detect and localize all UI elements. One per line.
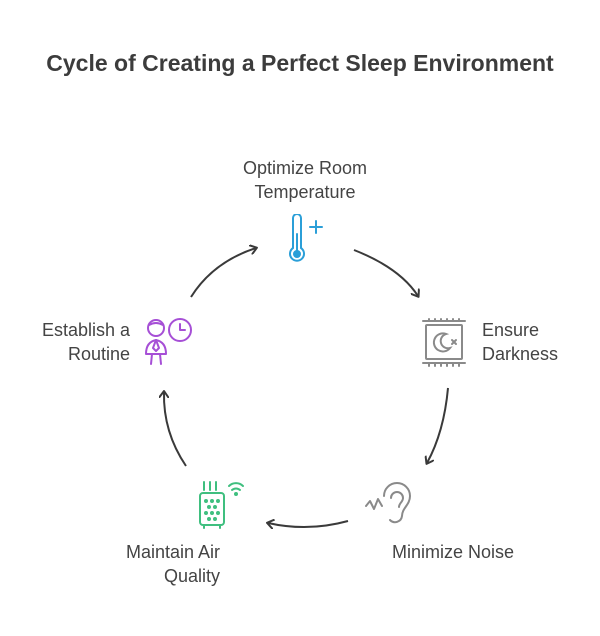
arrow-left-to-top — [190, 248, 256, 298]
step-label-routine: Establish a Routine — [41, 320, 130, 364]
arrow-bottom-right-to-bottom-left — [268, 521, 349, 527]
step-label-air-quality: Maintain Air Quality — [125, 542, 220, 586]
page-title: Cycle of Creating a Perfect Sleep Enviro… — [46, 50, 554, 76]
arrow-bottom-left-to-left — [164, 392, 187, 467]
air-purifier-icon — [199, 481, 244, 529]
ear-sound-icon — [365, 482, 411, 524]
person-clock-icon — [145, 318, 192, 365]
window-moon-icon — [422, 318, 466, 367]
arrow-top-to-right — [353, 249, 418, 296]
arrow-right-to-bottom-right — [427, 387, 449, 463]
step-label-darkness: Ensure Darkness — [482, 320, 559, 364]
step-label-noise: Minimize Noise — [392, 542, 515, 562]
thermometer-plus-icon — [289, 214, 323, 262]
step-label-temperature: Optimize Room Temperature — [242, 158, 368, 202]
